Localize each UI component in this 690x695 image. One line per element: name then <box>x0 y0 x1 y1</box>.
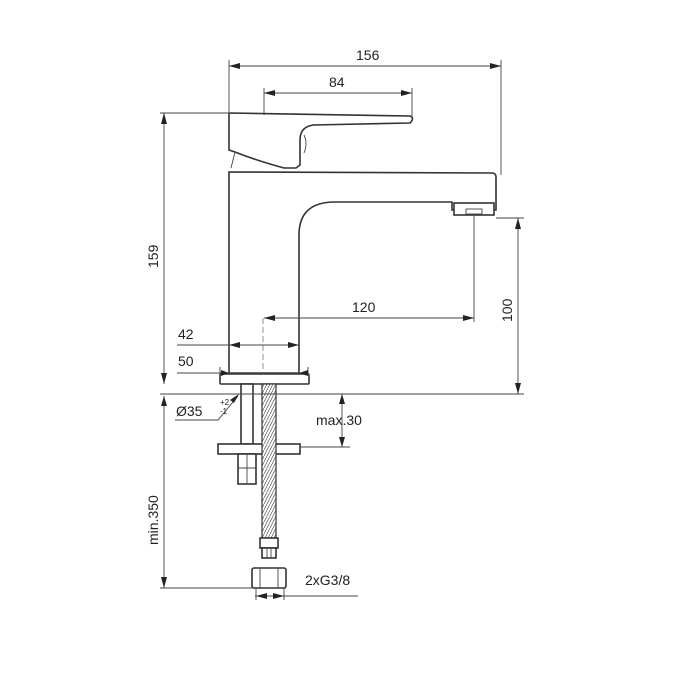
label-84: 84 <box>329 74 345 90</box>
dim-base-width: 50 <box>177 353 308 376</box>
fixing-assembly <box>217 383 301 589</box>
aerator-outlet <box>465 208 483 215</box>
label-156: 156 <box>356 47 380 63</box>
hose-ferrule <box>259 537 279 549</box>
dim-overall-height: 159 <box>145 112 229 384</box>
lever-joint <box>230 151 236 169</box>
lever-detail <box>303 134 307 154</box>
dim-lever-length: 84 <box>263 74 413 118</box>
dim-body-width: 42 <box>177 326 299 348</box>
faucet-column <box>228 171 497 374</box>
faucet-body <box>219 112 497 385</box>
hose-nut-g38 <box>251 567 287 589</box>
label-42: 42 <box>178 326 194 342</box>
dim-connection-thread: 2xG3/8 <box>255 572 358 600</box>
threaded-rod <box>240 383 254 445</box>
label-hole-diameter: Ø35 <box>176 403 203 419</box>
dim-max-deck-thickness: max.30 <box>300 394 362 448</box>
label-100: 100 <box>499 298 515 322</box>
dim-min-hose-length: min.350 <box>145 396 252 589</box>
label-50: 50 <box>178 353 194 369</box>
dim-spout-reach: 120 <box>264 215 475 322</box>
label-min350: min.350 <box>145 495 161 545</box>
label-connection: 2xG3/8 <box>305 572 350 588</box>
label-120: 120 <box>352 299 376 315</box>
dim-overall-width: 156 <box>228 47 502 175</box>
fixing-plate <box>217 443 301 455</box>
hose-crimp <box>261 547 277 559</box>
flexible-hose <box>261 383 277 541</box>
tolerance-lower: -1 <box>220 407 228 416</box>
dim-spout-clearance: 100 <box>496 217 524 394</box>
dim-hole-diameter: Ø35 +2 -1 <box>175 394 239 421</box>
lever-handle <box>228 112 414 169</box>
base-plate <box>219 373 310 385</box>
label-159: 159 <box>145 244 161 268</box>
label-max30: max.30 <box>316 412 362 428</box>
tolerance-upper: +2 <box>220 398 230 407</box>
